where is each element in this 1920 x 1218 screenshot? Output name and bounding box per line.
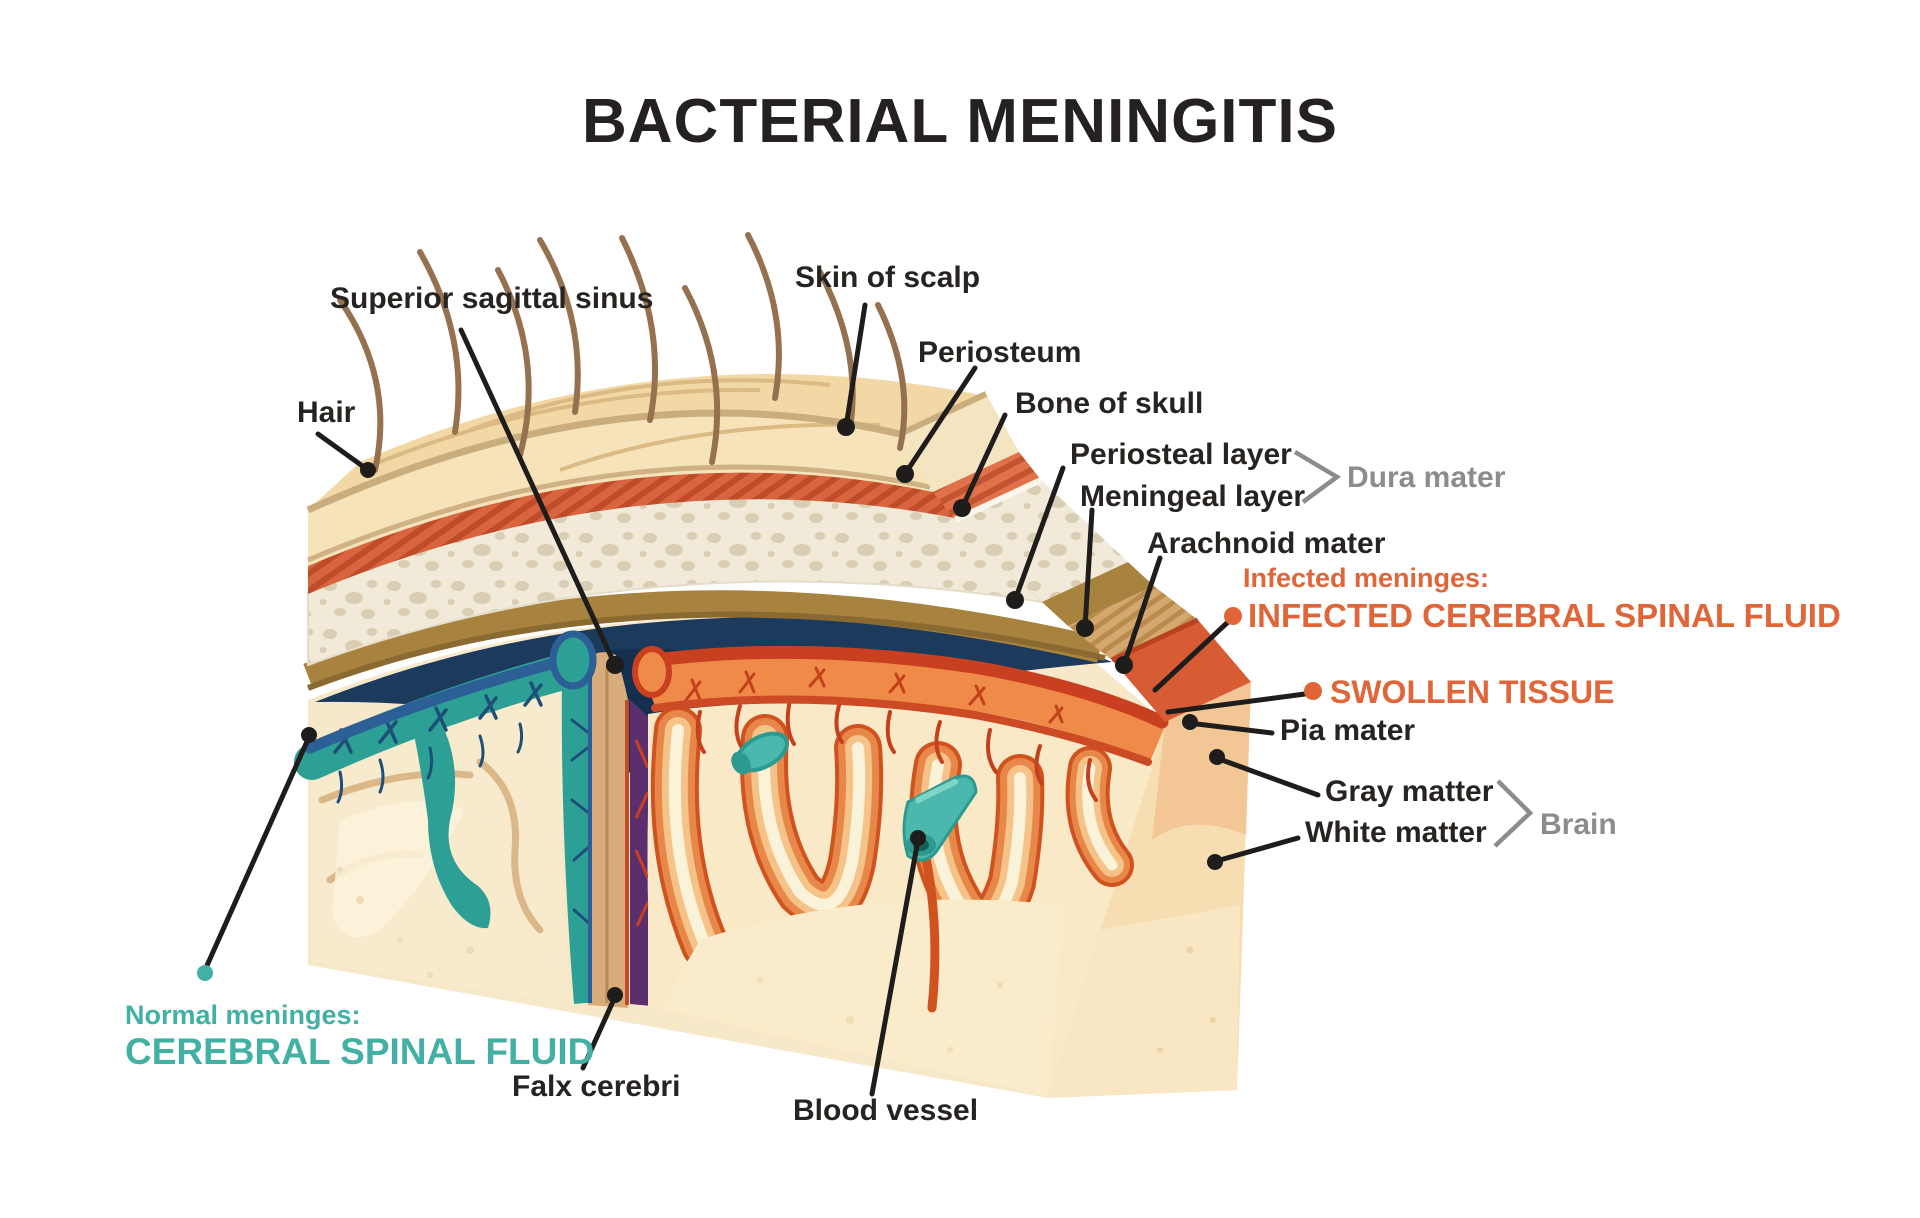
arachnoid-membrane-right <box>633 645 1169 729</box>
swollen-villi <box>695 698 1098 802</box>
leader-periosteal-layer <box>1012 465 1066 603</box>
label-swollen-tissue: SWOLLEN TISSUE <box>1330 674 1615 710</box>
pia-mater-line <box>651 695 1152 766</box>
label-pia-mater: Pia mater <box>1280 714 1416 747</box>
label-blood-vessel: Blood vessel <box>793 1094 979 1127</box>
skin-top-surface <box>308 374 986 510</box>
leader-periosteum <box>902 365 978 477</box>
skin-front-band <box>308 413 933 566</box>
normal-csf-bullet <box>197 965 213 981</box>
leader-superior-sagittal-sinus <box>458 327 618 668</box>
label-arachnoid-mater: Arachnoid mater <box>1147 527 1386 560</box>
leader-skin-of-scalp <box>843 302 868 430</box>
leader-arachnoid-mater <box>1121 555 1163 668</box>
page-title: BACTERIAL MENINGITIS <box>582 87 1338 156</box>
meningeal-dura-step <box>1068 586 1198 660</box>
hair-strands <box>337 232 908 473</box>
leader-lines <box>202 302 1321 1097</box>
leader-hair <box>315 431 371 473</box>
leader-pia-mater <box>1194 721 1275 736</box>
label-skin-of-scalp: Skin of scalp <box>795 261 981 294</box>
leader-blood-vessel <box>869 837 921 1097</box>
leader-swollen-tissue <box>1165 691 1308 715</box>
arachnoid-membrane-left <box>304 649 591 754</box>
label-superior-sagittal-sinus: Superior sagittal sinus <box>330 282 654 315</box>
dura-band <box>303 590 1103 689</box>
falx-cerebri-band <box>588 652 629 1008</box>
infected-csf-bullet <box>1224 607 1242 625</box>
leader-meningeal-layer <box>1082 507 1095 631</box>
swollen-tissue-bullet <box>1304 682 1322 700</box>
brain-bracket <box>1493 779 1534 848</box>
label-hair: Hair <box>297 396 356 429</box>
periosteal-dura-step <box>1042 562 1154 626</box>
label-falx-cerebri: Falx cerebri <box>512 1070 681 1103</box>
label-brain: Brain <box>1540 808 1617 841</box>
stepped-layer-cut <box>898 391 1251 722</box>
label-periosteal-layer: Periosteal layer <box>1070 438 1292 471</box>
white-matter-front <box>660 899 1065 1096</box>
leader-bone-of-skull <box>959 412 1008 511</box>
label-periosteum: Periosteum <box>918 336 1082 369</box>
label-meningeal-layer: Meningeal layer <box>1080 480 1306 513</box>
label-normal-csf: CEREBRAL SPINAL FLUID <box>125 1031 595 1072</box>
granulation-left <box>549 630 597 690</box>
skin-cut-step <box>900 394 1019 492</box>
label-infected-csf: INFECTED CEREBRAL SPINAL FLUID <box>1248 597 1841 634</box>
leader-dots <box>301 418 1225 1003</box>
normal-csf-band <box>294 650 596 780</box>
label-infected-meninges-caption: Infected meninges: <box>1243 563 1490 593</box>
dura-mater-bracket <box>1293 450 1342 504</box>
blood-vessel-tubes <box>731 731 978 1013</box>
right-hemisphere-infected <box>630 645 1169 1096</box>
leader-falx-cerebri <box>580 994 618 1071</box>
leader-normal-csf <box>202 734 312 973</box>
white-matter-side-face <box>1048 682 1251 1098</box>
leader-white-matter <box>1217 835 1301 863</box>
leader-infected-csf <box>1152 619 1231 693</box>
granulation-right <box>632 646 672 698</box>
label-normal-meninges-caption: Normal meninges: <box>125 1000 361 1030</box>
label-dura-mater: Dura mater <box>1347 461 1506 494</box>
label-gray-matter: Gray matter <box>1325 775 1494 808</box>
label-bone-of-skull: Bone of skull <box>1015 387 1204 420</box>
label-white-matter: White matter <box>1305 816 1487 849</box>
bone-step <box>955 480 1128 602</box>
group-brackets <box>1293 450 1534 848</box>
scalp-skull-layers <box>303 374 1106 691</box>
leader-gray-matter <box>1219 757 1321 798</box>
